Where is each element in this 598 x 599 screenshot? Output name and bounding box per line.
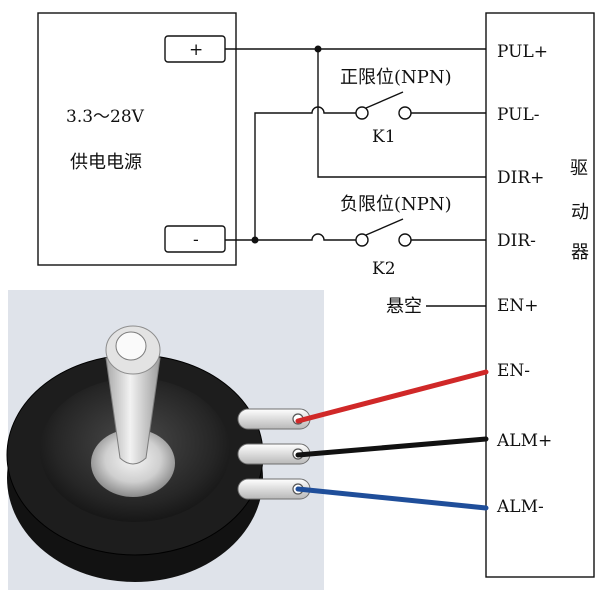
k2-lever — [365, 218, 404, 236]
power-supply-voltage: 3.3～28V — [66, 107, 145, 127]
terminal-dir-minus: DIR- — [497, 231, 536, 251]
wire-black-alm-plus — [295, 436, 489, 458]
k1-lever — [365, 91, 404, 109]
power-supply: 3.3～28V 供电电源 + - — [37, 12, 237, 266]
driver-char-3: 器 — [571, 242, 589, 263]
plus-terminal-label: + — [189, 40, 203, 60]
potentiometer-image — [6, 290, 324, 590]
k2-id: K2 — [372, 259, 396, 279]
switch-k2: 负限位(NPN) K2 — [340, 194, 452, 279]
terminal-alm-minus: ALM- — [496, 497, 544, 517]
minus-terminal-label: - — [193, 230, 199, 250]
k1-id: K1 — [372, 127, 396, 147]
k2-contact-right — [398, 233, 412, 247]
k1-contact-right — [398, 106, 412, 120]
k2-title: 负限位(NPN) — [340, 194, 452, 215]
wire-minus-to-k1 — [254, 106, 356, 240]
driver-box — [485, 12, 595, 578]
terminal-dir-plus: DIR+ — [497, 168, 544, 188]
terminal-alm-plus: ALM+ — [496, 431, 552, 451]
terminal-en-plus: EN+ — [497, 296, 539, 316]
k2-contact-left — [355, 233, 369, 247]
terminal-pul-minus: PUL- — [497, 105, 540, 125]
k1-title: 正限位(NPN) — [340, 67, 452, 88]
wiring — [225, 45, 486, 244]
terminal-en-minus: EN- — [497, 361, 530, 381]
wire-plus-to-dir-plus — [317, 49, 486, 178]
switch-k1: 正限位(NPN) K1 — [340, 67, 452, 147]
wire-red-en-minus — [295, 369, 489, 424]
driver: 驱 动 器 PUL+ PUL- DIR+ DIR- EN+ EN- ALM+ A… — [485, 12, 595, 578]
pot-shaft — [105, 357, 161, 465]
terminal-pul-plus: PUL+ — [497, 42, 548, 62]
power-supply-box — [37, 12, 237, 266]
minus-terminal — [164, 225, 226, 253]
wire-blue-alm-minus — [295, 486, 489, 511]
driver-char-2: 动 — [571, 202, 589, 223]
driver-char-1: 驱 — [570, 158, 588, 179]
pot-shaft-tip — [115, 331, 147, 361]
floating-en-plus: 悬空 — [386, 296, 486, 317]
colored-wires — [295, 369, 489, 511]
wire-minus-to-k2 — [225, 233, 356, 241]
power-supply-label: 供电电源 — [70, 152, 142, 173]
k1-contact-left — [355, 106, 369, 120]
floating-label: 悬空 — [386, 296, 422, 317]
